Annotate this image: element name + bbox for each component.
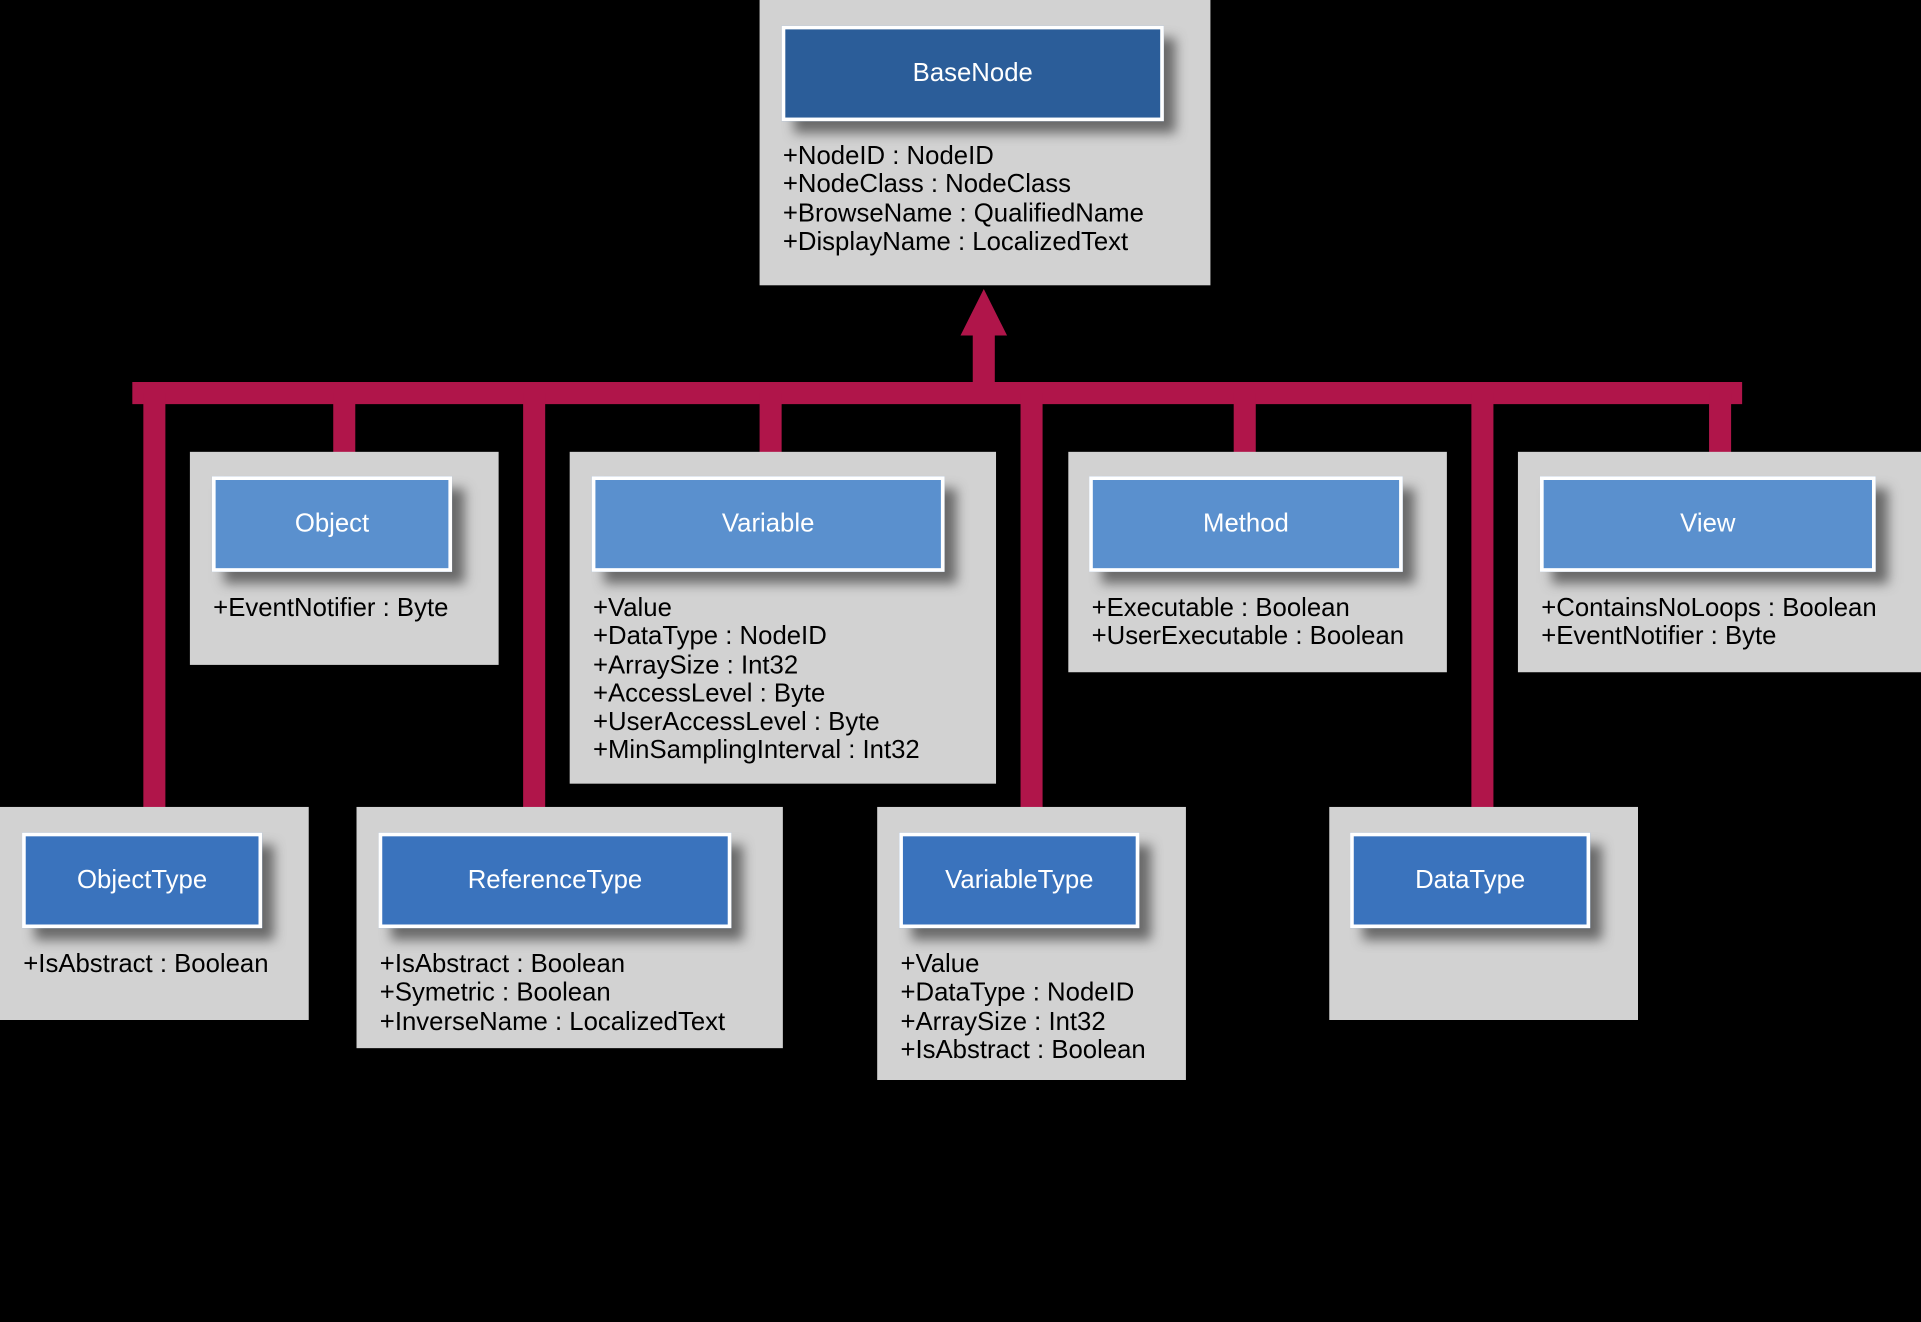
attribute: +AccessLevel : Byte	[592, 679, 826, 708]
attribute: +NodeClass : NodeClass	[782, 170, 1072, 199]
class-title: ReferenceType	[378, 832, 732, 929]
attribute: +NodeID : NodeID	[782, 142, 994, 171]
attribute-list: +NodeID : NodeID +NodeClass : NodeClass …	[783, 142, 1144, 256]
attribute-list: +ContainsNoLoops : Boolean +EventNotifie…	[1541, 594, 1876, 651]
class-referencetype[interactable]: ReferenceType +IsAbstract : Boolean +Sym…	[356, 806, 783, 1049]
class-title: VariableType	[899, 832, 1140, 929]
class-title: Object	[211, 476, 453, 572]
attribute-list: +IsAbstract : Boolean	[23, 950, 268, 979]
attribute: +Value	[592, 593, 672, 623]
attribute: +EventNotifier : Byte	[1541, 622, 1777, 651]
class-title: DataType	[1350, 832, 1591, 929]
attribute: +IsAbstract : Boolean	[379, 950, 626, 979]
attribute-list: +Value +DataType : NodeID +ArraySize : I…	[593, 594, 920, 765]
attribute-list: +IsAbstract : Boolean +Symetric : Boolea…	[380, 950, 725, 1036]
attribute-list: +Value +DataType : NodeID +ArraySize : I…	[900, 950, 1145, 1064]
attribute: +DisplayName : LocalizedText	[782, 227, 1129, 256]
inheritance-connectors	[132, 288, 1743, 809]
attribute: +ArraySize : Int32	[592, 650, 799, 680]
attribute: +DataType : NodeID	[592, 622, 827, 651]
class-basenode[interactable]: BaseNode +NodeID : NodeID +NodeClass : N…	[759, 0, 1211, 286]
class-variable[interactable]: Variable +Value +DataType : NodeID +Arra…	[569, 451, 997, 784]
attribute-list: +EventNotifier : Byte	[213, 594, 448, 623]
attribute: +Executable : Boolean	[1091, 593, 1350, 623]
inheritance-arrowhead	[960, 288, 1008, 336]
class-view[interactable]: View +ContainsNoLoops : Boolean +EventNo…	[1517, 451, 1921, 673]
attribute: +ArraySize : Int32	[900, 1007, 1106, 1036]
attribute: +Value	[900, 950, 980, 979]
attribute: +ContainsNoLoops : Boolean	[1541, 593, 1877, 623]
attribute: +BrowseName : QualifiedName	[782, 199, 1144, 228]
class-title: ObjectType	[22, 832, 263, 929]
class-object[interactable]: Object +EventNotifier : Byte	[189, 451, 499, 665]
attribute: +EventNotifier : Byte	[213, 593, 449, 623]
class-objecttype[interactable]: ObjectType +IsAbstract : Boolean	[0, 806, 309, 1021]
attribute: +IsAbstract : Boolean	[900, 1035, 1146, 1064]
attribute: +DataType : NodeID	[900, 978, 1135, 1007]
class-variabletype[interactable]: VariableType +Value +DataType : NodeID +…	[877, 806, 1186, 1081]
class-title: Method	[1089, 476, 1403, 572]
attribute: +UserExecutable : Boolean	[1091, 622, 1405, 651]
attribute-list: +Executable : Boolean +UserExecutable : …	[1092, 594, 1405, 651]
attribute: +MinSamplingInterval : Int32	[592, 736, 920, 765]
attribute: +InverseName : LocalizedText	[379, 1007, 726, 1036]
class-datatype[interactable]: DataType	[1329, 806, 1638, 1021]
attribute: +IsAbstract : Boolean	[23, 950, 269, 979]
attribute: +Symetric : Boolean	[379, 978, 611, 1007]
class-title: View	[1539, 476, 1876, 572]
class-method[interactable]: Method +Executable : Boolean +UserExecut…	[1068, 451, 1447, 673]
class-title: BaseNode	[781, 25, 1164, 122]
attribute: +UserAccessLevel : Byte	[592, 707, 880, 737]
class-title: Variable	[591, 476, 945, 572]
